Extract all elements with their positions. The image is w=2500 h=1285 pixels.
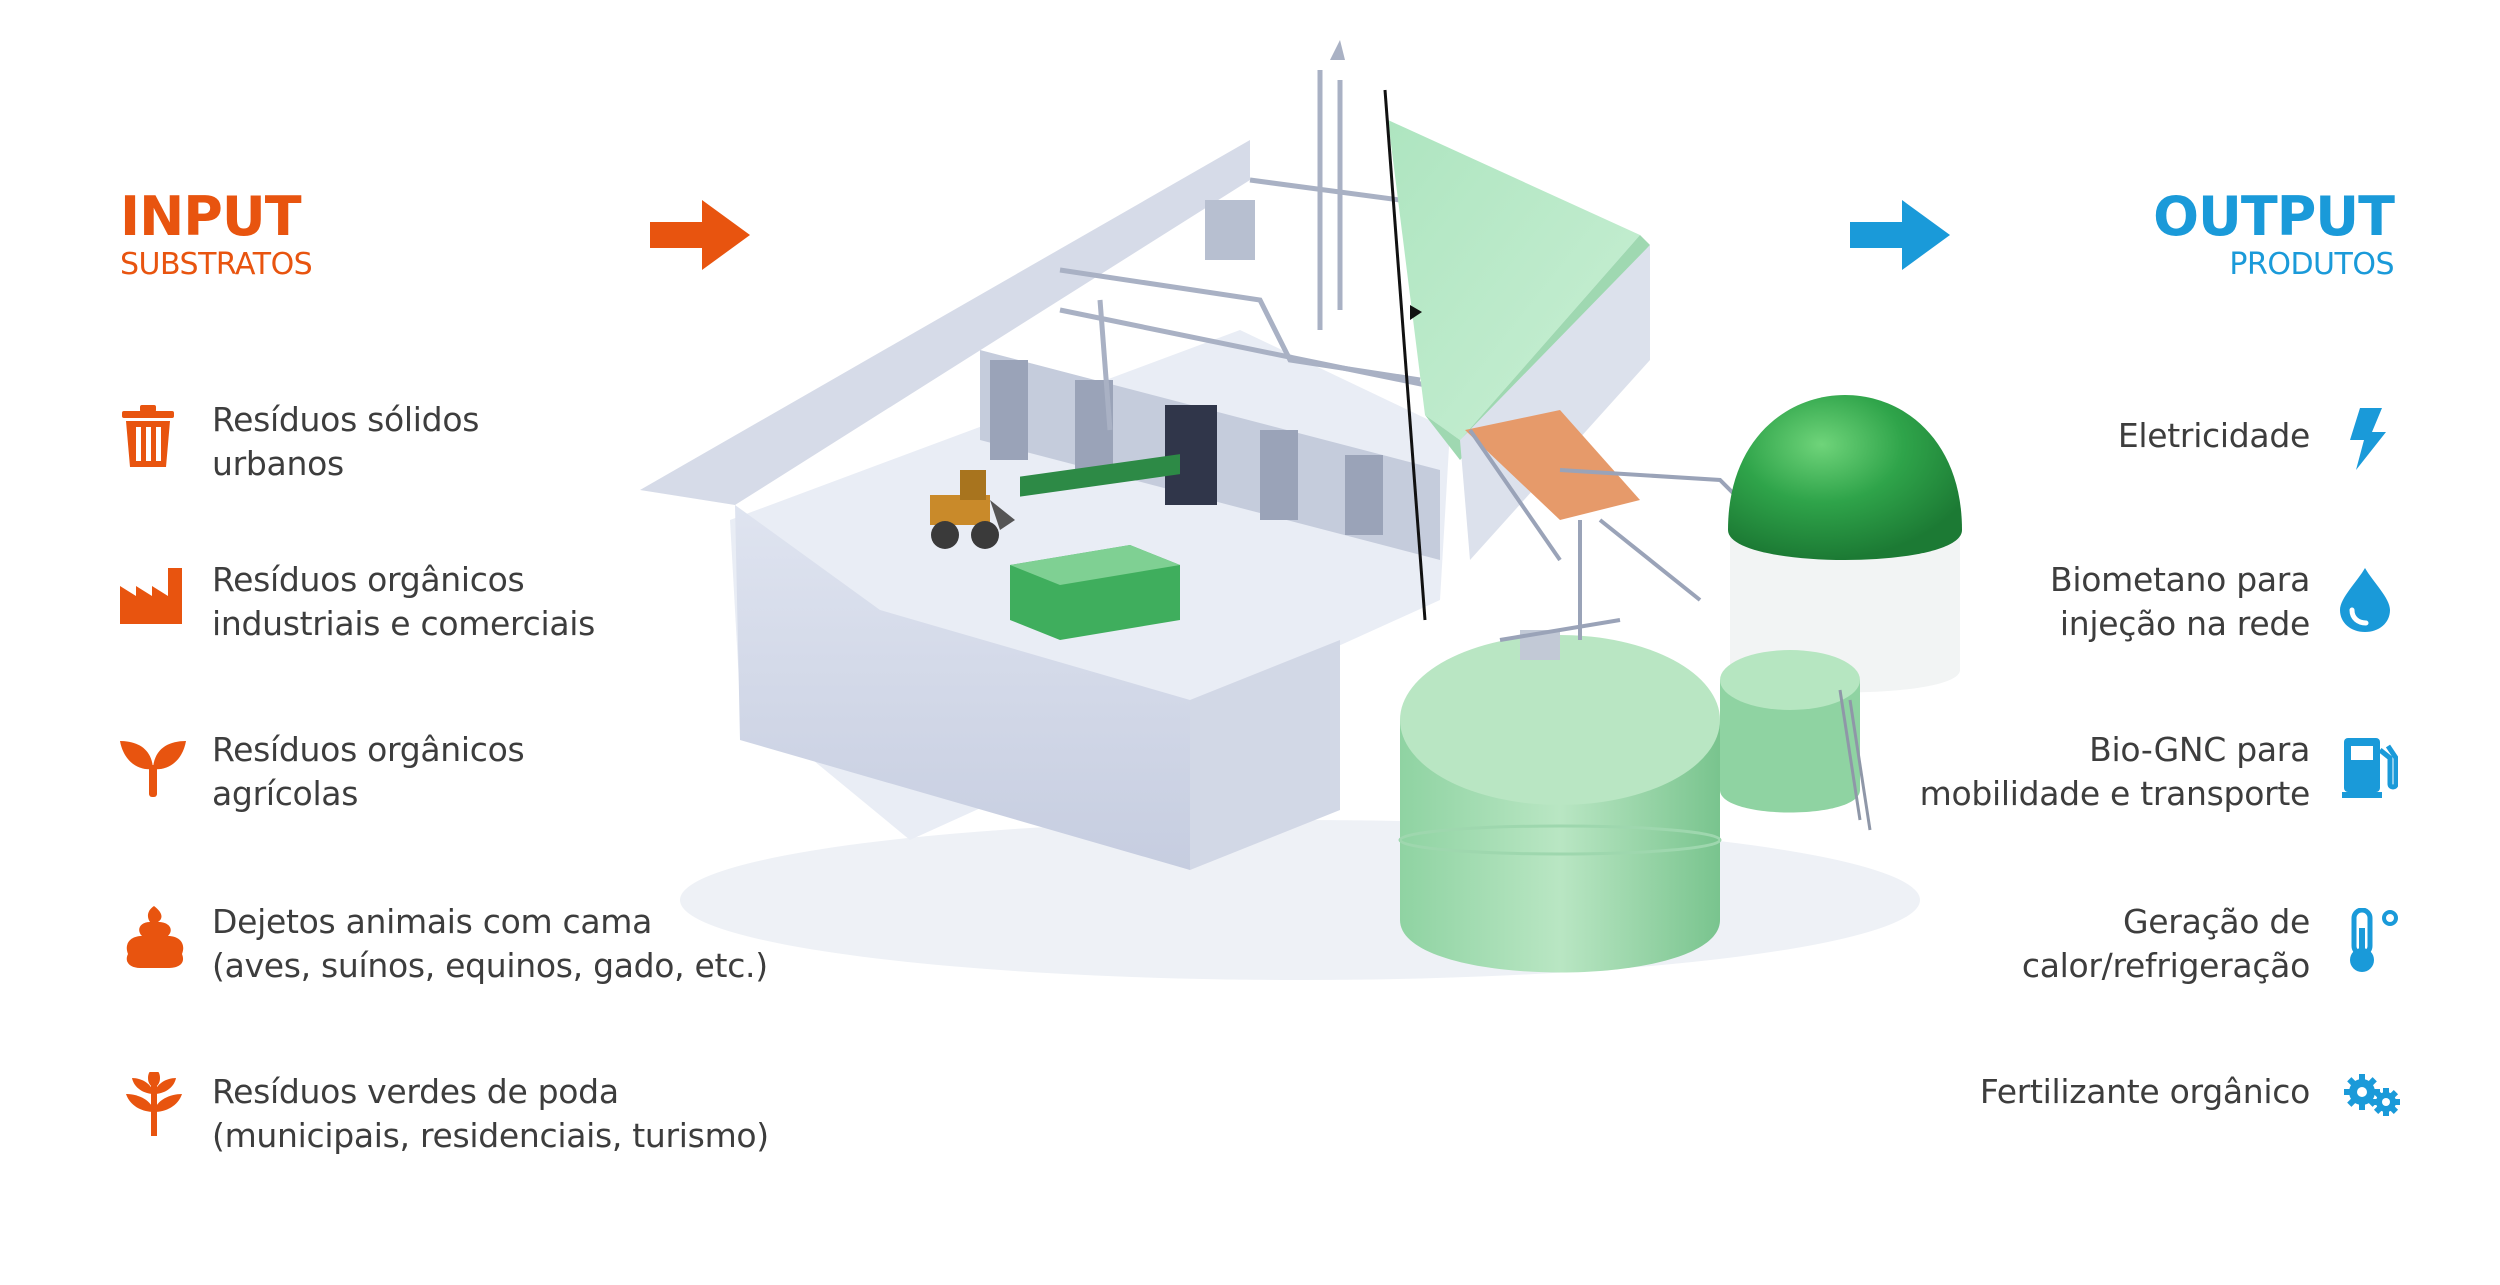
fuel-pump-icon	[2342, 738, 2398, 798]
gas-dome	[1728, 395, 1962, 560]
wheel-loader	[930, 470, 1015, 549]
input-item-4: Dejetos animais com cama(aves, suínos, e…	[212, 902, 768, 985]
output-item-1: Eletricidade	[2117, 416, 2310, 455]
output-item-5: Fertilizante orgânico	[1979, 1072, 2310, 1111]
gears-icon	[2344, 1070, 2402, 1120]
input-title: INPUT	[120, 185, 302, 248]
substrate-containers	[1010, 454, 1180, 640]
arrow-right-icon	[1850, 200, 1950, 274]
output-title: OUTPUT	[2153, 185, 2395, 248]
secondary-digester	[1720, 680, 1860, 813]
drop-icon	[2340, 568, 2390, 632]
lightning-icon	[2346, 408, 2386, 470]
sprout-icon	[120, 735, 186, 797]
factory-icon	[120, 568, 186, 624]
branch-icon	[124, 1072, 184, 1136]
manure-icon	[124, 906, 186, 968]
input-item-5: Resíduos verdes de poda(municipais, resi…	[212, 1072, 769, 1155]
hall-roof	[1388, 120, 1640, 440]
hall-front-wall	[735, 505, 1190, 870]
trash-icon	[120, 405, 176, 469]
thermometer-icon	[2346, 908, 2402, 974]
hall-left-wall	[640, 140, 1250, 505]
output-subtitle: PRODUTOS	[2229, 247, 2394, 282]
input-subtitle: SUBSTRATOS	[120, 247, 313, 282]
arrow-right-icon	[650, 200, 750, 274]
